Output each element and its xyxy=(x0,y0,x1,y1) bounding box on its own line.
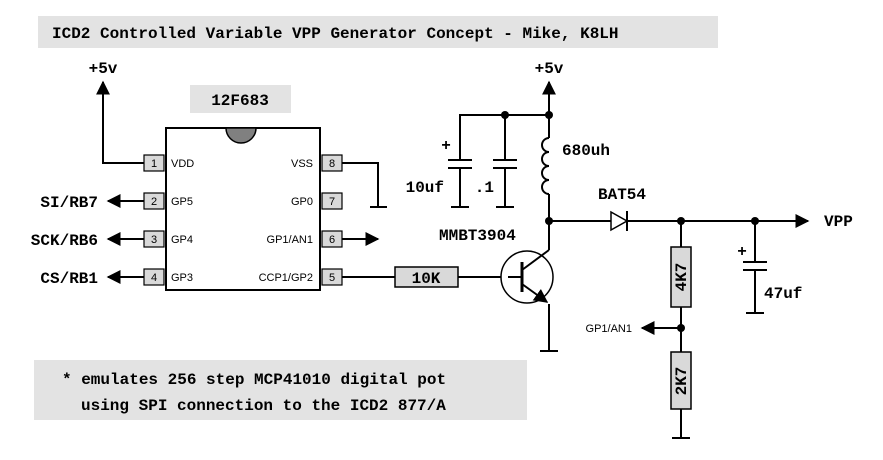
resistor-2k7-label: 2K7 xyxy=(673,367,691,396)
pin-label-gp5: GP5 xyxy=(171,196,193,208)
pin-label-gp0: GP0 xyxy=(291,196,313,208)
transistor-label: MMBT3904 xyxy=(439,227,516,245)
vss-wire xyxy=(342,162,379,206)
si-label: SI/RB7 xyxy=(40,194,98,212)
note-panel xyxy=(34,360,527,420)
vcc-label-right: +5v xyxy=(535,60,564,78)
pin-number-6: 6 xyxy=(329,234,335,246)
junction-rail-c2 xyxy=(501,111,509,119)
chip-name: 12F683 xyxy=(211,92,269,110)
inductor-coil xyxy=(541,137,550,195)
pin-label-vdd: VDD xyxy=(171,158,194,170)
diode-label: BAT54 xyxy=(598,186,646,204)
pin-number-4: 4 xyxy=(151,272,157,284)
pin-number-7: 7 xyxy=(329,196,335,208)
vpp-label: VPP xyxy=(824,213,853,231)
cap3-plus: + xyxy=(737,243,747,261)
pin-label-vss: VSS xyxy=(291,158,313,170)
feedback-label: GP1/AN1 xyxy=(586,323,632,335)
cap1-label: 10uf xyxy=(406,179,444,197)
ic-notch xyxy=(225,127,257,144)
pin-number-8: 8 xyxy=(329,158,335,170)
diode-triangle xyxy=(610,210,629,232)
note-line-1: * emulates 256 step MCP41010 digital pot xyxy=(62,371,446,389)
vdd-wire xyxy=(96,80,144,164)
ic-body xyxy=(165,127,321,291)
pin-number-3: 3 xyxy=(151,234,157,246)
resistor-4k7-label: 4K7 xyxy=(673,263,691,292)
pin-label-gp3: GP3 xyxy=(171,272,193,284)
resistor-10k-label: 10K xyxy=(412,270,441,288)
pin-number-1: 1 xyxy=(151,158,157,170)
cap1-plus: + xyxy=(441,137,451,155)
junction-rail-l xyxy=(545,111,553,119)
transistor-collector-lead xyxy=(521,249,550,271)
pin-number-2: 2 xyxy=(151,196,157,208)
cs-label: CS/RB1 xyxy=(40,270,98,288)
sck-label: SCK/RB6 xyxy=(31,232,98,250)
cap2-label: .1 xyxy=(475,179,494,197)
pin-box-7 xyxy=(321,192,343,210)
chip-label-panel xyxy=(190,85,291,113)
pin-label-gp1-an1: GP1/AN1 xyxy=(267,234,313,246)
vcc-label-left: +5v xyxy=(89,60,118,78)
pin-number-5: 5 xyxy=(329,272,335,284)
pin-label-ccp1-gp2: CCP1/GP2 xyxy=(259,272,313,284)
transistor-emitter-lead xyxy=(521,283,549,303)
cap3-label: 47uf xyxy=(764,285,802,303)
diagram-title: ICD2 Controlled Variable VPP Generator C… xyxy=(52,25,619,43)
inductor-label: 680uh xyxy=(562,142,610,160)
pin-label-gp4: GP4 xyxy=(171,234,193,246)
note-line-2: using SPI connection to the ICD2 877/A xyxy=(81,397,446,415)
title-panel xyxy=(38,16,718,48)
